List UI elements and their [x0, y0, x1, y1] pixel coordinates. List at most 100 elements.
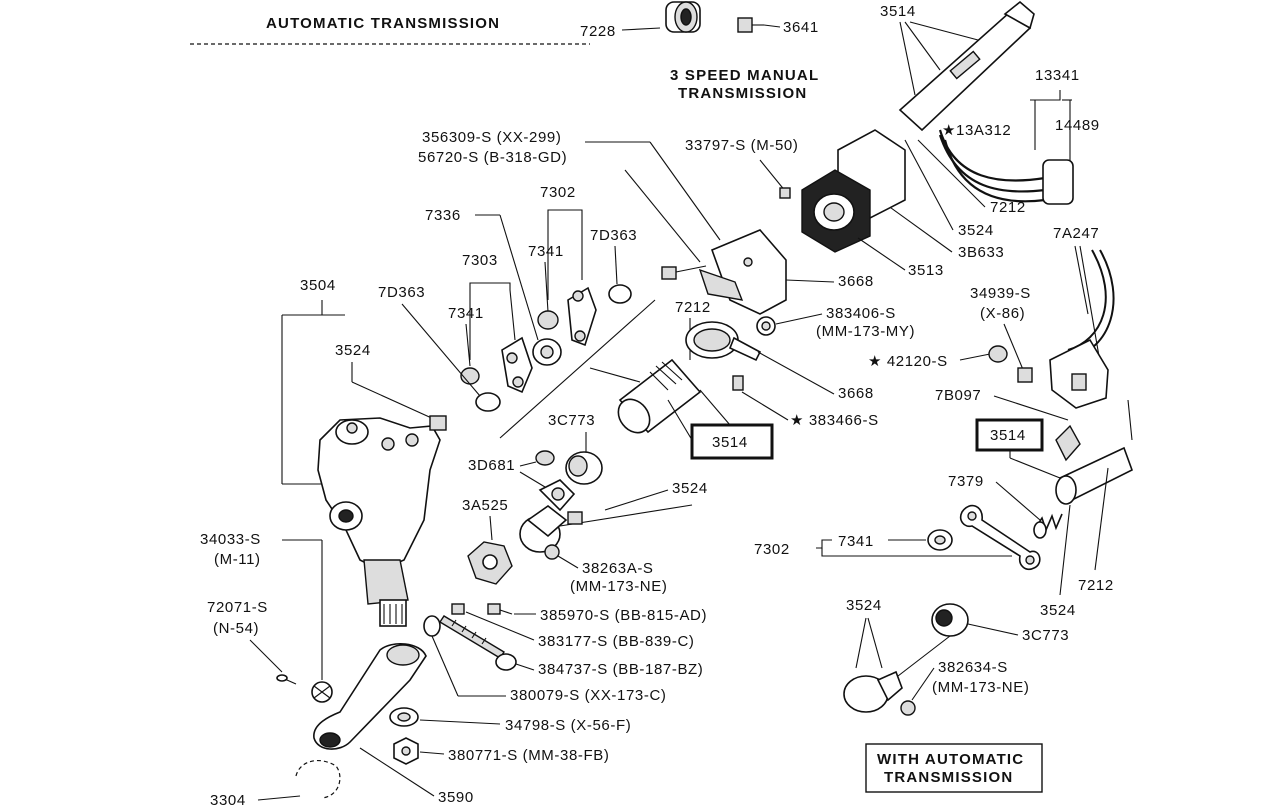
- heading-manual-line2: TRANSMISSION: [678, 85, 807, 102]
- label-72071-sub: (N-54): [213, 620, 259, 637]
- part-34033-castle-nut: [311, 681, 333, 703]
- label-3513: 3513: [908, 262, 944, 279]
- label-3524-mid: 3524: [672, 480, 708, 497]
- part-7341-bushing-right: [927, 529, 953, 551]
- part-7379-spring: [1033, 513, 1063, 539]
- label-3524-top: 3524: [958, 222, 994, 239]
- part-7302-lever: [567, 286, 597, 347]
- label-3304: 3304: [210, 792, 246, 807]
- part-7336-washer: [532, 338, 562, 366]
- label-3504: 3504: [300, 277, 336, 294]
- part-3A525-coupling: [467, 541, 513, 585]
- label-34033: 34033-S: [200, 531, 261, 548]
- part-7A247-switch: [1049, 249, 1115, 409]
- label-13341: 13341: [1035, 67, 1080, 84]
- label-383466: ★ 383466-S: [790, 412, 879, 429]
- part-3D681-parts: [535, 450, 576, 512]
- label-14489: 14489: [1055, 117, 1100, 134]
- label-38263A: 38263A-S: [582, 560, 654, 577]
- part-3641-screw: [737, 17, 764, 33]
- label-7336: 7336: [425, 207, 461, 224]
- label-380079: 380079-S (XX-173-C): [510, 687, 666, 704]
- label-3641: 3641: [783, 19, 819, 36]
- label-7B097: 7B097: [935, 387, 981, 404]
- label-7212-top: 7212: [990, 199, 1026, 216]
- part-3514-tube-mid: [617, 358, 702, 434]
- part-383466-screw: [732, 375, 744, 391]
- label-7302-top: 7302: [540, 184, 576, 201]
- part-7303-lever: [501, 336, 533, 394]
- part-385970-bolt: [487, 603, 513, 615]
- part-356309-bolt: [661, 265, 707, 280]
- part-3304-ball: [295, 759, 341, 799]
- label-3D681: 3D681: [468, 457, 515, 474]
- label-3668-a: 3668: [838, 273, 874, 290]
- heading-manual-line1: 3 SPEED MANUAL: [670, 67, 819, 84]
- label-34798: 34798-S (X-56-F): [505, 717, 631, 734]
- part-3668-housing: [698, 229, 787, 315]
- heading-automatic: AUTOMATIC TRANSMISSION: [266, 15, 500, 32]
- part-3514-tube-right: [1055, 424, 1133, 505]
- part-383406-nut: [756, 316, 776, 336]
- part-34798-washer: [389, 707, 419, 727]
- part-382634-nut: [900, 700, 916, 716]
- part-7302-lever-right: [959, 504, 1041, 571]
- label-3514-top: 3514: [880, 3, 916, 20]
- part-7212-clamp: [685, 321, 762, 362]
- label-7303: 7303: [462, 252, 498, 269]
- label-13A312: ★13A312: [942, 122, 1011, 139]
- label-3590: 3590: [438, 789, 474, 806]
- label-7341-a: 7341: [528, 243, 564, 260]
- label-7212-mid: 7212: [675, 299, 711, 316]
- label-3C773-b: 3C773: [1022, 627, 1069, 644]
- part-3C773-bearing-b: [931, 603, 969, 637]
- part-42120-bolt: [988, 345, 1008, 363]
- part-7228-roller: [665, 1, 701, 33]
- label-383177: 383177-S (BB-839-C): [538, 633, 694, 650]
- label-383406: 383406-S: [826, 305, 896, 322]
- label-7379: 7379: [948, 473, 984, 490]
- label-3A525: 3A525: [462, 497, 508, 514]
- label-383406-sub: (MM-173-MY): [816, 323, 915, 340]
- label-56720: 56720-S (B-318-GD): [418, 149, 567, 166]
- part-380079-washer: [423, 615, 441, 637]
- label-3514-box-a: 3514: [712, 434, 748, 451]
- part-38263A-nut: [544, 544, 560, 560]
- label-72071: 72071-S: [207, 599, 268, 616]
- part-3514-column: [898, 0, 1035, 132]
- part-3590-pitman-arm: [313, 643, 427, 750]
- label-382634-sub: (MM-173-NE): [932, 679, 1029, 696]
- label-7212-right: 7212: [1078, 577, 1114, 594]
- box-3514-a: [690, 423, 774, 460]
- heading-with-auto-line1: WITH AUTOMATIC: [877, 751, 1024, 768]
- label-7302-right: 7302: [754, 541, 790, 558]
- part-3513-plate: [801, 129, 906, 253]
- part-34939-clip: [1017, 367, 1033, 383]
- label-380771: 380771-S (MM-38-FB): [448, 747, 609, 764]
- label-3668-b: 3668: [838, 385, 874, 402]
- label-385970: 385970-S (BB-815-AD): [540, 607, 707, 624]
- label-42120: ★ 42120-S: [868, 353, 948, 370]
- label-34939: 34939-S: [970, 285, 1031, 302]
- part-384737-bolt: [439, 615, 517, 671]
- part-7D363-clip-b: [475, 392, 501, 412]
- label-3B633: 3B633: [958, 244, 1004, 261]
- label-382634: 382634-S: [938, 659, 1008, 676]
- label-7D363-a: 7D363: [590, 227, 637, 244]
- label-384737: 384737-S (BB-187-BZ): [538, 661, 703, 678]
- label-3C773-a: 3C773: [548, 412, 595, 429]
- part-3C773-bearing-a: [565, 451, 603, 485]
- label-7228: 7228: [580, 23, 616, 40]
- part-3524-shaft-mid: [519, 505, 583, 553]
- part-33797-bolt: [779, 187, 791, 199]
- part-7341-bushing-a: [537, 310, 559, 330]
- label-7D363-b: 7D363: [378, 284, 425, 301]
- label-38263A-sub: (MM-173-NE): [570, 578, 667, 595]
- label-356309: 356309-S (XX-299): [422, 129, 561, 146]
- part-3524-shaft-right: [843, 635, 951, 713]
- part-3504-gearbox: [317, 415, 447, 627]
- heading-with-auto-line2: TRANSMISSION: [884, 769, 1013, 786]
- part-383177-bolt: [451, 603, 465, 615]
